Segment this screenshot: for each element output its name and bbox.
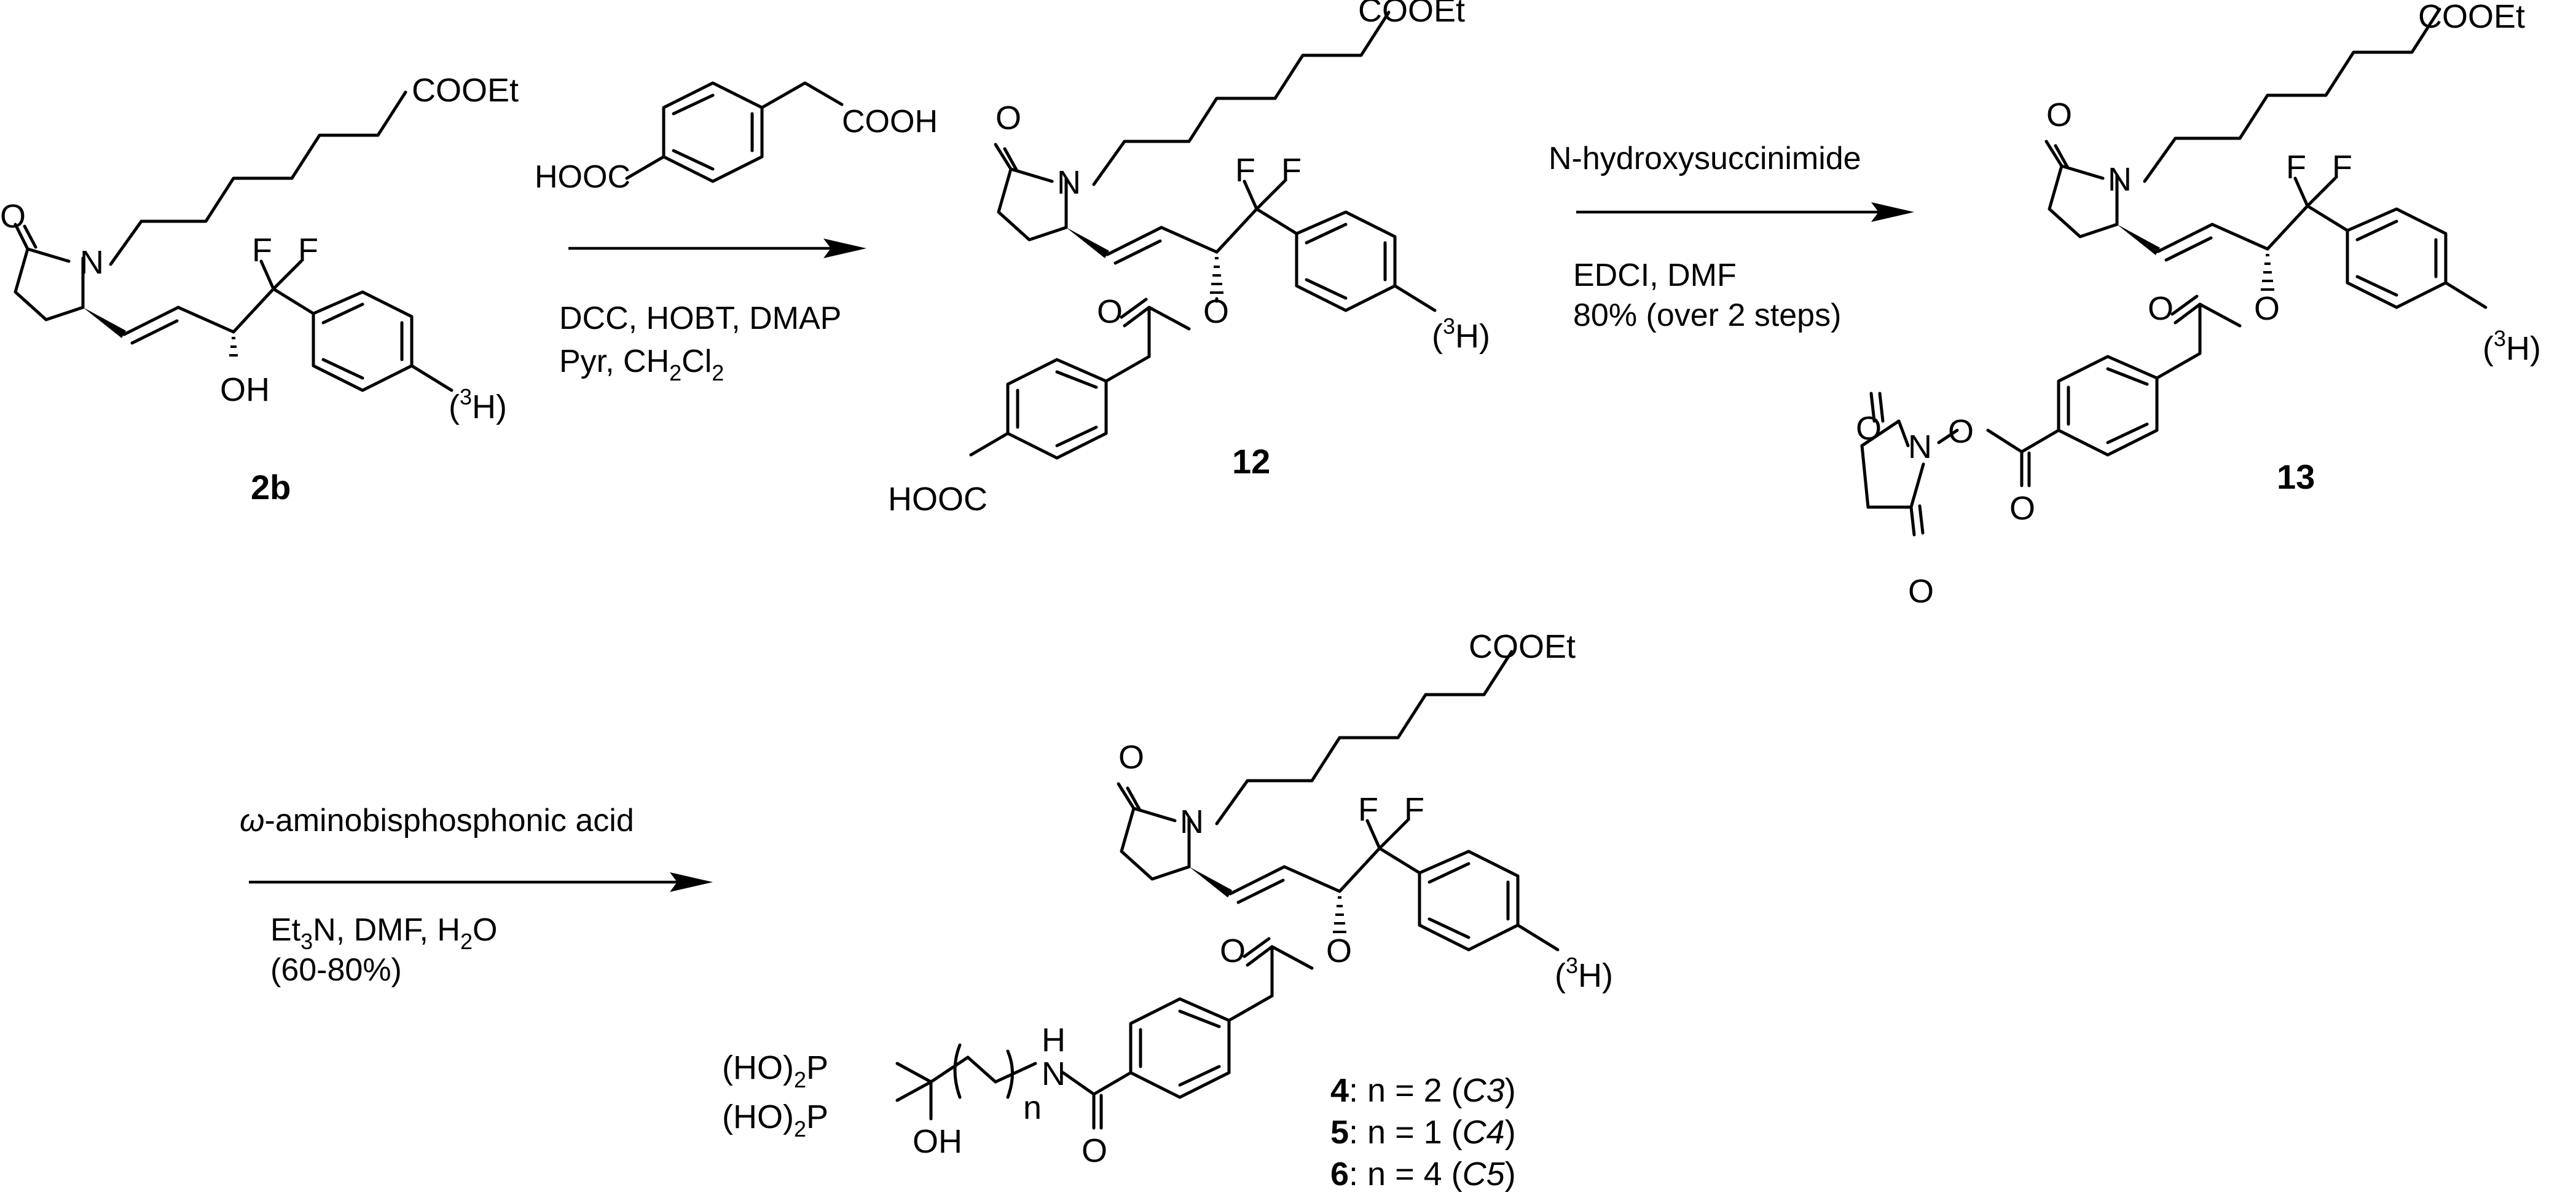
conditions-2-line2: 80% (over 2 steps) [1573, 298, 1841, 333]
repeat-n: n [1023, 1089, 1042, 1126]
conditions-1-line2: Pyr, CH2Cl2 [559, 344, 724, 385]
ester-oxygen: O [1203, 293, 1229, 330]
phosphonate-label-2: (HO)2P [722, 1098, 828, 1142]
atom-F: F [2286, 149, 2306, 186]
atom-O: O [0, 198, 26, 235]
phosphonate-label-1: (HO)2P [722, 1049, 828, 1092]
reaction-arrow-2 [1576, 202, 1914, 222]
atom-O: O [2046, 97, 2072, 133]
legend-row-4: 4: n = 2 (C3) [1330, 1072, 1516, 1109]
atom-F: F [1235, 152, 1255, 189]
atom-F: F [1281, 152, 1302, 189]
reagent-aminobisphosphonic: ω-aminobisphosphonic acid [240, 803, 634, 838]
atom-F: F [1358, 791, 1378, 828]
imide-oxygen: O [1908, 573, 1934, 610]
amide-nitrogen: N [1042, 1055, 1066, 1092]
carbonyl-oxygen: O [2009, 490, 2035, 527]
ester-label: COOEt [2418, 0, 2525, 35]
legend-row-5: 5: n = 1 (C4) [1330, 1114, 1516, 1151]
atom-F: F [1404, 791, 1424, 828]
conditions-1-line1: DCC, HOBT, DMAP [559, 301, 841, 336]
carbonyl-oxygen: O [2148, 290, 2174, 327]
nhs-nitrogen: N [1908, 428, 1932, 465]
ester-label: COOEt [1358, 0, 1465, 29]
atom-F: F [252, 232, 272, 269]
conditions-3-line2: (60-80%) [270, 952, 402, 988]
imide-oxygen: O [1856, 410, 1882, 447]
compound-label-13: 13 [2277, 457, 2315, 496]
reagent-hooc: HOOC [535, 159, 630, 195]
atom-O: O [995, 100, 1021, 136]
reaction-arrow-3 [249, 872, 713, 892]
tritium-label: (3H) [1432, 314, 1490, 355]
reagent-structure-phenylenediacetic [625, 81, 844, 183]
conditions-2-line1: EDCI, DMF [1573, 258, 1737, 293]
conditions-3-line1: Et3N, DMF, H2O [270, 912, 497, 954]
reagent-nhs: N-hydroxysuccinimide [1549, 141, 1861, 176]
reagent-cooh: COOH [842, 104, 938, 140]
tritium-label: (3H) [449, 384, 507, 425]
tritium-label: (3H) [2483, 326, 2541, 367]
compound-13: O N COOEt F F O O (3H) O N O O O [1856, 0, 2541, 610]
atom-O: O [1118, 739, 1144, 776]
compound-label-2b: 2b [251, 468, 291, 507]
carbonyl-oxygen: O [1097, 293, 1123, 330]
compound-products-4-6: O N COOEt F F O O (3H) N H O n (HO)2P (H… [722, 628, 1613, 1169]
compound-2b: O N COOEt F F OH (3H) [0, 72, 519, 425]
acid-label: HOOC [888, 481, 988, 518]
atom-N: N [80, 244, 104, 281]
legend-row-6: 6: n = 4 (C5) [1330, 1156, 1516, 1193]
atom-F: F [2332, 149, 2352, 186]
compound-label-12: 12 [1232, 442, 1270, 481]
hydroxyl-label: OH [913, 1123, 962, 1160]
reaction-arrow-1 [568, 239, 866, 258]
atom-N: N [1180, 803, 1204, 840]
tritium-label: (3H) [1555, 953, 1613, 994]
ester-label: COOEt [1469, 628, 1576, 665]
nhs-oxygen: O [1948, 413, 1974, 450]
carbonyl-oxygen: O [1220, 933, 1246, 969]
atom-N: N [2108, 161, 2132, 198]
ester-oxygen: O [1326, 933, 1352, 969]
compound-12: O N COOEt F F O O (3H) HOOC [888, 0, 1490, 518]
ester-oxygen: O [2254, 290, 2280, 327]
hydroxyl-label: OH [220, 371, 270, 408]
product-legend: 4: n = 2 (C3) 5: n = 1 (C4) 6: n = 4 (C5… [1330, 1072, 1516, 1193]
ester-label: COOEt [412, 72, 519, 109]
amide-hydrogen: H [1042, 1022, 1066, 1059]
atom-F: F [298, 232, 318, 269]
amide-oxygen: O [1082, 1132, 1107, 1169]
atom-N: N [1057, 164, 1081, 201]
